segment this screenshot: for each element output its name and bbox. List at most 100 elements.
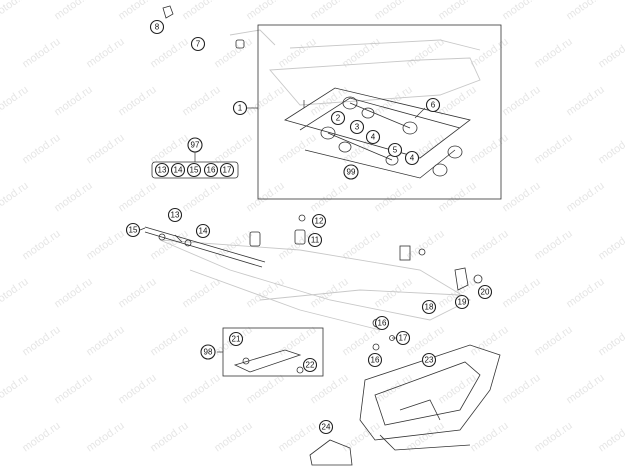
watermark-text: motod.ru	[180, 84, 222, 119]
svg-text:24: 24	[322, 423, 331, 432]
watermark-text: motod.ru	[564, 0, 606, 22]
callout-7: 7	[190, 36, 206, 52]
callout-13: 13	[167, 207, 183, 223]
svg-text:16: 16	[207, 166, 216, 175]
watermark-text: motod.ru	[468, 36, 510, 71]
callout-kit-17: 17	[219, 162, 235, 178]
watermark-text: motod.ru	[308, 0, 350, 22]
svg-text:23: 23	[425, 356, 434, 365]
swingarm-bearing-group	[257, 24, 502, 200]
part-24-bracket	[309, 439, 353, 466]
watermark-text: motod.ru	[52, 276, 94, 311]
watermark-text: motod.ru	[148, 132, 190, 167]
callout-18: 18	[421, 299, 437, 315]
watermark-text: motod.ru	[84, 228, 126, 263]
watermark-text: motod.ru	[212, 132, 254, 167]
watermark-text: motod.ru	[340, 228, 382, 263]
frame-outline	[159, 29, 481, 331]
watermark-text: motod.ru	[84, 324, 126, 359]
watermark-text: motod.ru	[596, 36, 625, 71]
watermark-text: motod.ru	[500, 372, 542, 407]
callout-17: 17	[395, 330, 411, 346]
callout-5: 5	[387, 142, 403, 158]
watermark-text: motod.ru	[52, 0, 94, 22]
watermark-text: motod.ru	[148, 36, 190, 71]
watermark-text: motod.ru	[468, 132, 510, 167]
callout-21: 21	[228, 331, 244, 347]
callout-4b: 4	[404, 150, 420, 166]
svg-text:16: 16	[378, 319, 387, 328]
watermark-text: motod.ru	[116, 180, 158, 215]
svg-text:12: 12	[315, 217, 324, 226]
watermark-text: motod.ru	[372, 84, 414, 119]
watermark-text: motod.ru	[596, 420, 625, 455]
watermark-text: motod.ru	[244, 0, 286, 22]
watermark-text: motod.ru	[180, 180, 222, 215]
watermark-text: motod.ru	[276, 324, 318, 359]
watermark-text: motod.ru	[84, 420, 126, 455]
callout-97: 97	[187, 137, 203, 153]
watermark-text: motod.ru	[596, 324, 625, 359]
svg-text:5: 5	[393, 146, 398, 155]
watermark-text: motod.ru	[116, 0, 158, 22]
svg-text:14: 14	[199, 227, 208, 236]
watermark-text: motod.ru	[244, 84, 286, 119]
watermark-text: motod.ru	[52, 84, 94, 119]
watermark-text: motod.ru	[468, 324, 510, 359]
watermark-text: motod.ru	[20, 36, 62, 71]
callout-12: 12	[311, 213, 327, 229]
svg-text:13: 13	[158, 166, 167, 175]
watermark-text: motod.ru	[276, 132, 318, 167]
watermark-text: motod.ru	[372, 180, 414, 215]
svg-text:2: 2	[336, 114, 341, 123]
svg-text:14: 14	[174, 166, 183, 175]
callout-19: 19	[454, 294, 470, 310]
watermark-text: motod.ru	[308, 180, 350, 215]
svg-text:17: 17	[399, 334, 408, 343]
callout-98: 98	[200, 344, 216, 360]
callout-23: 23	[421, 352, 437, 368]
callout-kit-13: 13	[154, 162, 170, 178]
watermark-text: motod.ru	[20, 228, 62, 263]
watermark-text: motod.ru	[532, 324, 574, 359]
callout-20: 20	[477, 284, 493, 300]
watermark-text: motod.ru	[244, 372, 286, 407]
watermark-text: motod.ru	[500, 84, 542, 119]
watermark-text: motod.ru	[468, 228, 510, 263]
pivot-shaft	[144, 226, 266, 268]
svg-text:16: 16	[371, 356, 380, 365]
kit-97-group	[151, 152, 239, 179]
svg-text:4: 4	[410, 154, 415, 163]
callout-16a: 16	[374, 315, 390, 331]
callout-kit-16: 16	[203, 162, 219, 178]
watermark-text: motod.ru	[0, 180, 31, 215]
svg-text:99: 99	[347, 168, 356, 177]
watermark-text: motod.ru	[500, 180, 542, 215]
chain-slider	[359, 344, 501, 451]
watermark-text: motod.ru	[404, 324, 446, 359]
watermark-text: motod.ru	[276, 420, 318, 455]
watermark-text: motod.ru	[212, 36, 254, 71]
watermark-text: motod.ru	[532, 228, 574, 263]
callout-99: 99	[343, 164, 359, 180]
watermark-text: motod.ru	[180, 372, 222, 407]
svg-text:7: 7	[196, 40, 201, 49]
svg-text:20: 20	[481, 288, 490, 297]
callout-4a: 4	[365, 129, 381, 145]
watermark-text: motod.ru	[404, 228, 446, 263]
svg-text:6: 6	[431, 101, 436, 110]
watermark-text: motod.ru	[500, 276, 542, 311]
watermark-text: motod.ru	[20, 132, 62, 167]
svg-text:13: 13	[171, 211, 180, 220]
watermark-text: motod.ru	[532, 132, 574, 167]
watermark-layer: motod.ru motod.ru motod.ru motod.ru motod.ru…	[0, 0, 625, 454]
watermark-text: motod.ru	[180, 276, 222, 311]
svg-text:1: 1	[238, 104, 243, 113]
watermark-text: motod.ru	[0, 84, 31, 119]
watermark-text: motod.ru	[244, 180, 286, 215]
callout-16b: 16	[367, 352, 383, 368]
callout-3: 3	[349, 119, 365, 135]
callout-8: 8	[149, 19, 165, 35]
watermark-text: motod.ru	[372, 0, 414, 22]
